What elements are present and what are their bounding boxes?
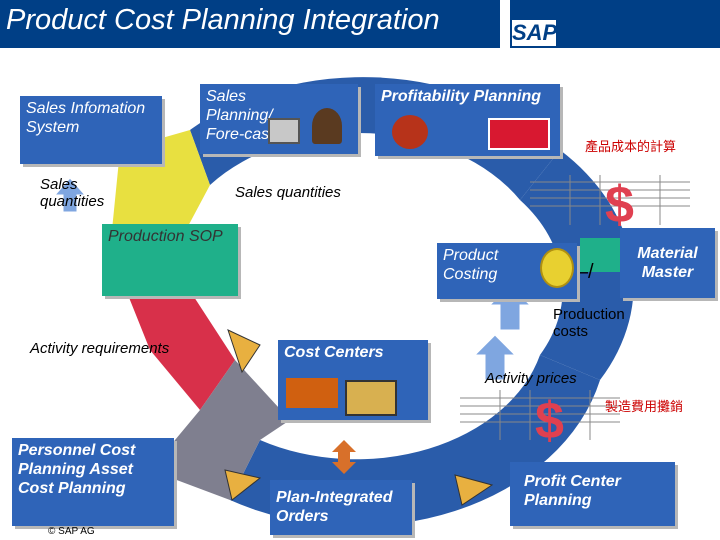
cn-mfg-expense-label: 製造費用攤銷 [605, 399, 684, 414]
sales-info-box: Sales Infomation System [20, 96, 162, 164]
calculator-icon [345, 380, 397, 416]
cn-product-cost-label: 產品成本的計算 [585, 139, 677, 154]
activity-requirements-label: Activity requirements [30, 340, 170, 357]
person-icon [312, 108, 342, 144]
sales-quantities-top-label: Sales quantities [235, 184, 341, 201]
arrow-icon-3 [454, 474, 494, 506]
activity-prices-label: Activity prices [485, 370, 577, 387]
page-title: Product Cost Planning Integration [6, 4, 440, 36]
material-master-box: Material Master [620, 228, 715, 298]
dollar-icon-2: $ [535, 392, 564, 450]
ring-segment-gray [150, 360, 290, 500]
production-sop-box: Production SOP [102, 224, 238, 296]
up-arrow-icon-3 [53, 177, 87, 213]
green-connector [580, 238, 622, 272]
computer-icon [268, 118, 300, 144]
personnel-cost-box: Personnel Cost Planning Asset Cost Plann… [12, 438, 174, 526]
book-icon [488, 118, 550, 150]
footer-copyright: © SAP AG [48, 526, 95, 537]
double-arrow-icon [332, 440, 356, 474]
production-costs-label: Production costs [553, 306, 625, 340]
title-bar [0, 0, 500, 48]
up-arrow-icon-1 [473, 334, 517, 381]
money-bag-icon [392, 115, 428, 149]
arrow-icon-1 [227, 329, 261, 374]
coin-icon [540, 248, 574, 288]
sales-quantities-left-label: Sales quantities [40, 176, 105, 210]
factory-icon [286, 378, 338, 408]
dollar-icon-1: $ [605, 176, 634, 234]
sap-logo: SAP [512, 20, 558, 46]
grid-lines-1 [530, 175, 690, 225]
grid-lines-2 [460, 390, 620, 440]
arrow-icon-2 [224, 469, 262, 501]
profit-center-box: Profit Center Planning [510, 462, 675, 526]
plan-orders-box: Plan-Integrated Orders [270, 480, 412, 535]
